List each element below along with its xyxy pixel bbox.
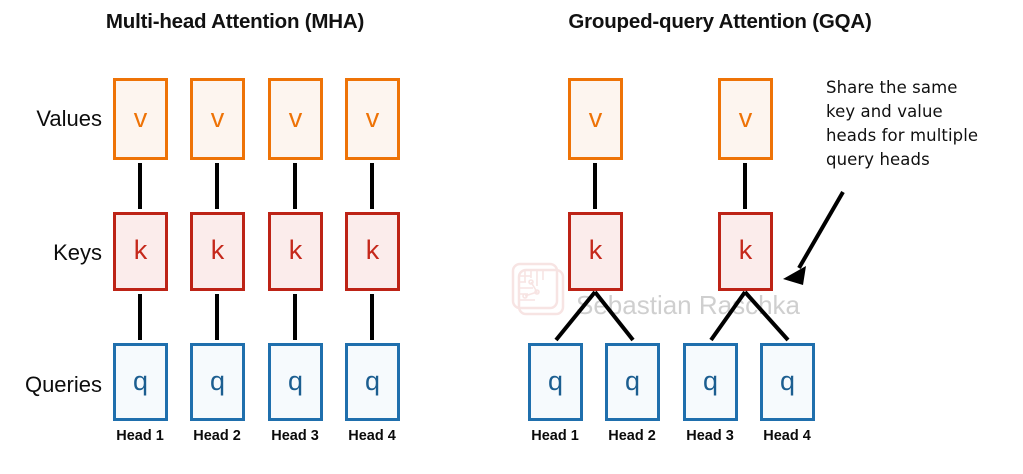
mha-head-label-3: Head 3 [271,428,319,444]
watermark-logo-icon [511,262,565,316]
mha-key-box-1[interactable]: k [113,212,168,291]
mha-connector-v-k-1 [138,163,142,209]
mha-value-letter-2: v [210,102,225,133]
gqa-panel-title: Grouped-query Attention (GQA) [568,10,872,33]
gqa-query-box-2[interactable]: q [605,343,660,421]
gqa-head-label-2: Head 2 [608,428,656,444]
annotation-line-1: Share the same [826,78,958,97]
mha-query-letter-4: q [364,365,381,396]
mha-connector-k-q-4 [370,294,374,340]
row-label-values: Values [36,106,102,131]
mha-key-letter-1: k [133,235,148,265]
mha-key-letter-4: k [365,235,380,265]
gqa-key-box-2[interactable]: k [718,212,773,291]
gqa-query-letter-3: q [702,365,719,396]
row-label-keys: Keys [53,240,102,265]
gqa-query-letter-4: q [779,365,796,396]
mha-value-box-4[interactable]: v [345,78,400,160]
gqa-head-label-4: Head 4 [763,428,811,444]
mha-panel-title: Multi-head Attention (MHA) [105,10,365,33]
gqa-value-letter-1: v [588,102,603,133]
gqa-query-box-4[interactable]: q [760,343,815,421]
mha-value-box-1[interactable]: v [113,78,168,160]
mha-query-letter-2: q [209,365,226,396]
mha-key-letter-3: k [288,235,303,265]
gqa-query-box-3[interactable]: q [683,343,738,421]
mha-key-box-2[interactable]: k [190,212,245,291]
gqa-connector-v-k-1 [593,163,597,209]
gqa-key-box-1[interactable]: k [568,212,623,291]
watermark-text: Sebastian Raschka [576,290,801,320]
mha-head-label-1: Head 1 [116,428,164,444]
mha-value-letter-1: v [133,102,148,133]
mha-value-letter-3: v [288,102,303,133]
mha-query-box-2[interactable]: q [190,343,245,421]
gqa-key-letter-2: k [738,235,753,265]
mha-connector-k-q-2 [215,294,219,340]
mha-connector-k-q-1 [138,294,142,340]
callout-arrow-icon [783,190,845,285]
gqa-query-letter-1: q [547,365,564,396]
mha-head-label-4: Head 4 [348,428,396,444]
gqa-query-letter-2: q [624,365,641,396]
gqa-value-letter-2: v [738,102,753,133]
gqa-value-box-1[interactable]: v [568,78,623,160]
mha-query-box-1[interactable]: q [113,343,168,421]
row-label-queries: Queries [24,372,102,397]
mha-head-label-2: Head 2 [193,428,241,444]
mha-value-box-3[interactable]: v [268,78,323,160]
mha-connector-v-k-2 [215,163,219,209]
mha-value-letter-4: v [365,102,380,133]
mha-key-box-3[interactable]: k [268,212,323,291]
mha-value-box-2[interactable]: v [190,78,245,160]
mha-key-box-4[interactable]: k [345,212,400,291]
gqa-value-box-2[interactable]: v [718,78,773,160]
annotation-line-3: heads for multiple [826,126,979,145]
mha-connector-v-k-4 [370,163,374,209]
gqa-head-label-1: Head 1 [531,428,579,444]
gqa-head-label-3: Head 3 [686,428,734,444]
annotation-line-4: query heads [826,150,930,169]
mha-query-box-3[interactable]: q [268,343,323,421]
mha-query-letter-3: q [287,365,304,396]
gqa-connector-v-k-2 [743,163,747,209]
mha-query-box-4[interactable]: q [345,343,400,421]
mha-query-letter-1: q [132,365,149,396]
annotation-line-2: key and value [826,102,943,121]
gqa-query-box-1[interactable]: q [528,343,583,421]
mha-connector-k-q-3 [293,294,297,340]
gqa-key-letter-1: k [588,235,603,265]
mha-connector-v-k-3 [293,163,297,209]
mha-key-letter-2: k [210,235,225,265]
callout-annotation: Share the same key and value heads for m… [826,76,1022,172]
